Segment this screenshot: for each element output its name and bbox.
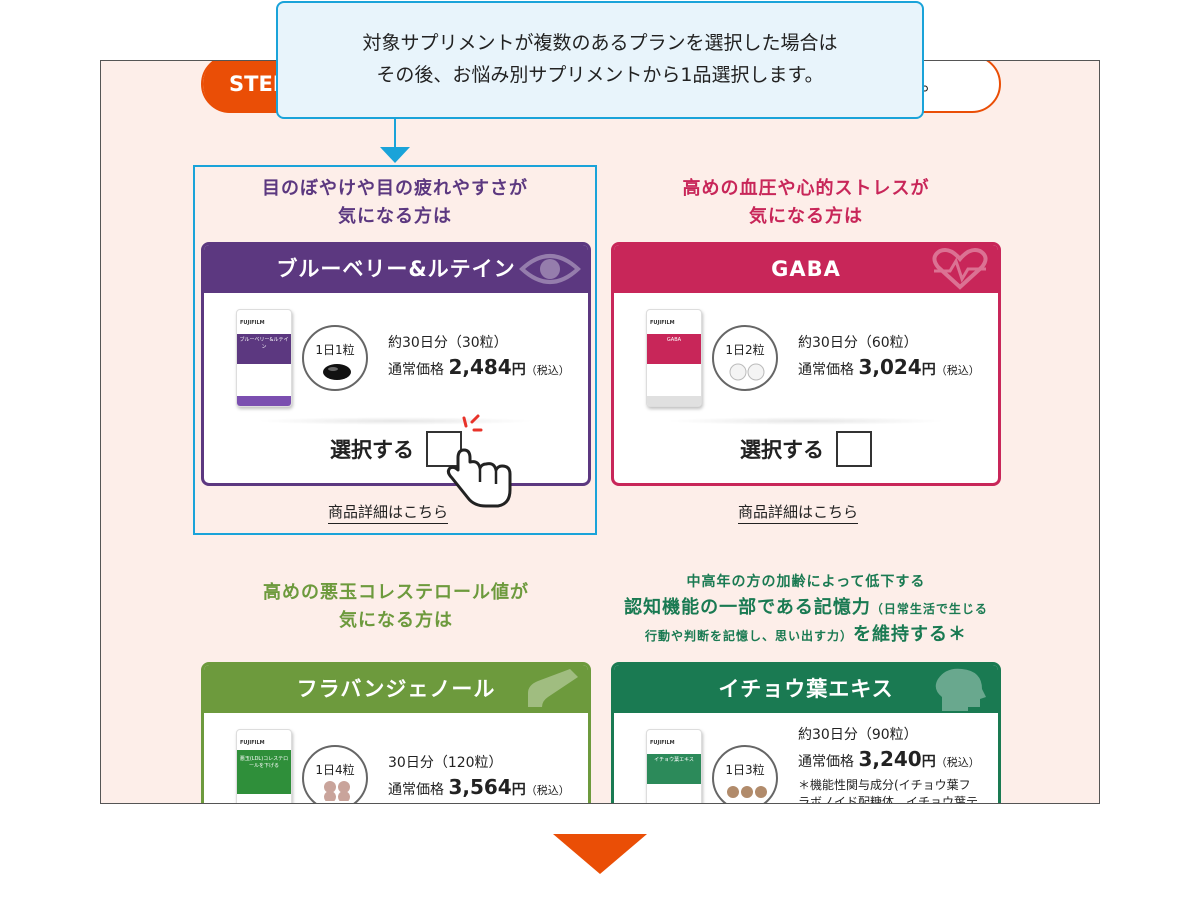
product-info: 約30日分（30粒） 通常価格 2,484円（税込）	[388, 335, 570, 379]
product-heading-blueberry: 目のぼやけや目の疲れやすさが 気になる方は	[262, 178, 528, 227]
select-row[interactable]: 選択する	[614, 431, 998, 471]
product-card-blueberry: ブルーベリー&ルテイン FUJIFILM ブルーベリー&ルテイン 1日1粒 約3…	[201, 242, 591, 486]
product-detail-link[interactable]: 商品詳細はこちら	[328, 501, 449, 524]
tablet-icon	[727, 786, 767, 798]
product-info: 30日分（120粒） 通常価格 3,564円（税込）	[388, 755, 570, 799]
eye-icon	[519, 254, 581, 284]
product-package-image: FUJIFILM GABA	[646, 309, 702, 407]
hand-cursor-icon	[446, 414, 512, 508]
step-tail-text: 。	[921, 71, 941, 95]
tablet-icon	[729, 363, 765, 381]
product-heading-gaba: 高めの血圧や心的ストレスが 気になる方は	[682, 178, 930, 227]
product-info: 約30日分（90粒） 通常価格 3,240円（税込） ＊機能性関与成分(イチョウ…	[798, 723, 980, 804]
product-package-image: FUJIFILM ブルーベリー&ルテイン	[236, 309, 292, 407]
product-card-ginkgo: イチョウ葉エキス FUJIFILM イチョウ葉エキス 1日3粒 約30日分（90…	[611, 662, 1001, 804]
dose-badge: 1日3粒	[712, 745, 778, 803]
product-card-flavangenol: フラバンジェノール FUJIFILM 悪玉(LDL)コレステロールを下げる 1日…	[201, 662, 591, 803]
tooltip-pointer-arrow	[380, 147, 410, 163]
tooltip-callout: 対象サプリメントが複数のあるプランを選択した場合は その後、お悩み別サプリメント…	[276, 1, 924, 119]
select-checkbox[interactable]	[426, 431, 462, 467]
product-info: 約30日分（60粒） 通常価格 3,024円（税込）	[798, 335, 980, 379]
bottle-icon	[528, 669, 578, 707]
next-step-arrow	[553, 834, 647, 874]
product-title: GABA	[614, 245, 998, 293]
product-package-image: FUJIFILM イチョウ葉エキス	[646, 729, 702, 803]
dose-badge: 1日1粒	[302, 325, 368, 391]
select-checkbox[interactable]	[836, 431, 872, 467]
brain-head-icon	[935, 668, 986, 711]
divider	[256, 417, 536, 425]
dose-badge: 1日2粒	[712, 325, 778, 391]
content-frame: STEP 。 目のぼやけや目の疲れやすさが 気になる方は ブルーベリー&ルテイン…	[100, 60, 1100, 804]
tooltip-pointer-line	[394, 119, 396, 149]
highlight-frame	[193, 165, 597, 535]
product-title: ブルーベリー&ルテイン	[204, 245, 588, 293]
product-heading-ginkgo: 中高年の方の加齢によって低下する 認知機能の一部である記憶力（日常生活で生じる …	[624, 574, 988, 645]
product-title: イチョウ葉エキス	[614, 665, 998, 713]
product-card-gaba: GABA FUJIFILM GABA 1日2粒 約30日分（60粒） 通常価格 …	[611, 242, 1001, 486]
product-package-image: FUJIFILM 悪玉(LDL)コレステロールを下げる	[236, 729, 292, 803]
footnote: ＊機能性関与成分(イチョウ葉フラボノイド配糖体、イチョウ葉テルペ	[798, 778, 979, 804]
heart-pulse-icon	[932, 248, 988, 290]
capsule-icon	[323, 364, 351, 380]
dose-badge: 1日4粒	[302, 745, 368, 803]
tablet-icon	[324, 781, 350, 801]
divider	[666, 417, 946, 425]
product-detail-link[interactable]: 商品詳細はこちら	[738, 501, 859, 524]
product-heading-flavangenol: 高めの悪玉コレステロール値が 気になる方は	[263, 582, 529, 631]
select-row[interactable]: 選択する	[204, 431, 588, 471]
product-title: フラバンジェノール	[204, 665, 588, 713]
